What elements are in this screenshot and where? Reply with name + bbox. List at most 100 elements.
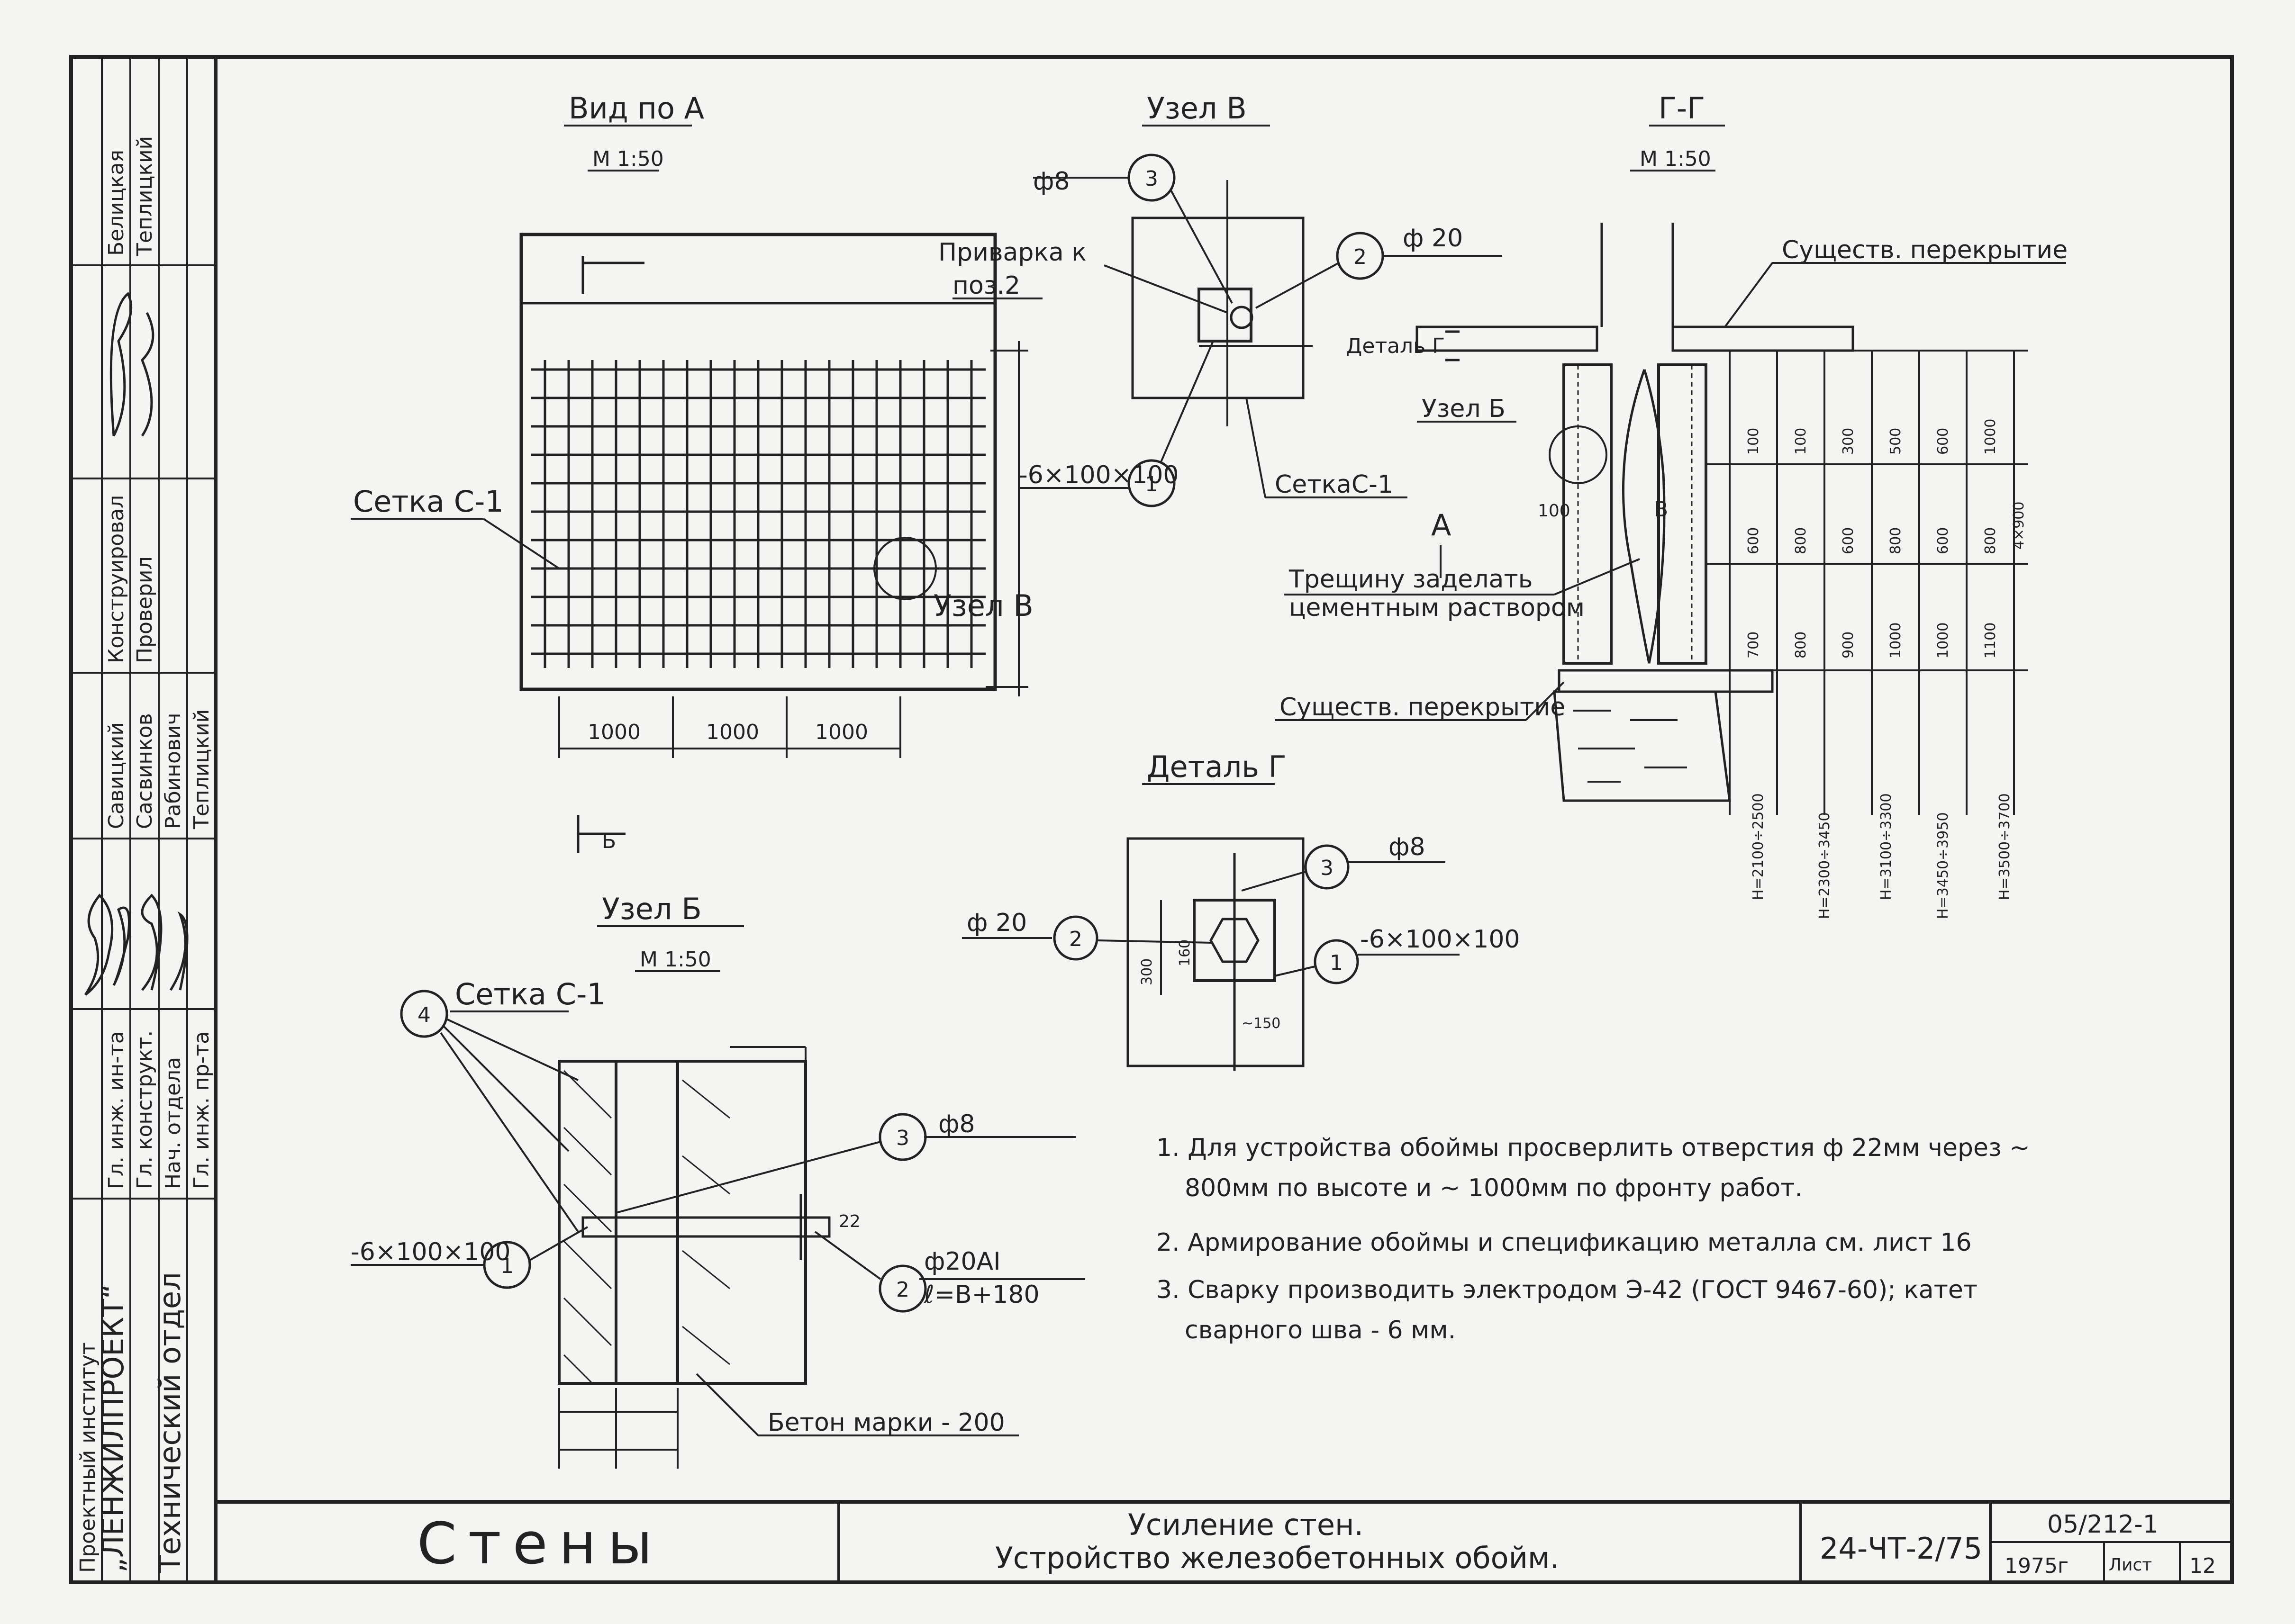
title-sheet-code: 05/212-1: [2047, 1510, 2159, 1539]
label-phi8: ф8: [1033, 167, 1070, 196]
stamp-role-3: Гл. инж. пр-та: [190, 1031, 214, 1189]
stamp-institute-1: Проектный институт: [76, 1343, 100, 1573]
h-value-1: Н=2100÷2500: [1750, 793, 1767, 900]
h-col6-a: 1000: [1982, 419, 1999, 455]
label-uzel-b: Узел Б: [1422, 395, 1506, 423]
label-setka-c1: Сетка С-1: [353, 484, 504, 519]
stamp-name-4: Белицкая: [104, 150, 128, 256]
callout-1-g: [1314, 939, 1359, 984]
stamp-institute-2: „ЛЕНЖИЛПРОЕКТ“: [96, 1284, 130, 1573]
h-col3-b: 600: [1840, 527, 1857, 554]
label-detal-g: Деталь Г: [1346, 334, 1445, 358]
detail-g-title: Деталь Г: [1147, 749, 1286, 784]
label-dim-150: ~150: [1242, 1015, 1280, 1032]
note-1: 1. Для устройства обоймы просверлить отв…: [1156, 1134, 2030, 1202]
callout-1-v-text: 1: [1145, 472, 1158, 496]
h-col3-a: 300: [1840, 428, 1857, 455]
mesh-grid: [531, 360, 986, 668]
label-phi8-b: ф8: [938, 1110, 975, 1138]
title-line-2: Устройство железобетонных обойм.: [995, 1541, 1559, 1575]
callout-2-g: [1053, 915, 1098, 961]
label-plate-v: -6×100×100: [1019, 461, 1179, 489]
node-b-title: Узел Б: [602, 892, 702, 926]
detail-g: Деталь Г 300 160 ~150 3 ф8 ф 20 2 1 -6×1…: [962, 749, 1520, 1071]
label-suschestv-top: Существ. перекрытие: [1782, 236, 2068, 264]
stamp-name-3: Теплицкий: [190, 709, 214, 830]
wall-masonry: [615, 1060, 679, 1385]
label-plate-b: -6×100×100: [351, 1238, 511, 1266]
callout-3-g: [1304, 844, 1350, 890]
h-col3-c: 900: [1840, 632, 1857, 659]
callout-1-b: [483, 1241, 531, 1289]
h-value-4: Н=3450÷3950: [1935, 812, 1951, 919]
h-col4-b: 800: [1887, 527, 1904, 554]
title-sheet-num: 12: [2189, 1554, 2216, 1578]
label-det-phi8: ф8: [1388, 833, 1425, 861]
anchor-bar: [581, 1216, 831, 1238]
label-privarka2: поз.2: [952, 271, 1020, 300]
callout-2-v-text: 2: [1353, 245, 1367, 269]
stamp-name-5: Теплицкий: [133, 136, 157, 256]
uzel-v-marker: [873, 537, 937, 600]
callout-3-v: [1127, 153, 1176, 202]
stamp-name-0: Савицкий: [104, 722, 128, 829]
view-a: Вид по А М 1:50: [351, 91, 1034, 758]
stamp-name-1: Сасвинков: [133, 713, 157, 829]
h-col6-c: 1100: [1982, 623, 1999, 659]
callout-1-b-text: 1: [500, 1254, 514, 1278]
stamp-role-4: Конструировал: [104, 495, 128, 663]
h-col5-b: 600: [1935, 527, 1951, 554]
signature-1: [84, 893, 114, 996]
label-plate-g: -6×100×100: [1360, 925, 1520, 954]
signature-2: [112, 906, 130, 986]
callout-3-v-text: 3: [1145, 167, 1158, 191]
left-stamp: Проектный институт „ЛЕНЖИЛПРОЕКТ“ Технич…: [71, 57, 216, 1582]
stamp-role-0: Гл. инж. ин-та: [104, 1031, 128, 1189]
label-dim-100: 100: [1538, 501, 1570, 521]
label-lb180: ℓ=В+180: [924, 1281, 1040, 1309]
nut-icon: [1209, 918, 1260, 963]
label-det-phi20: ф 20: [967, 909, 1027, 937]
h-col2-b: 800: [1793, 527, 1809, 554]
obojma-right: [676, 1060, 807, 1385]
label-phi20: ф 20: [1403, 224, 1463, 253]
note-2: 2. Армирование обоймы и спецификацию мет…: [1156, 1228, 1972, 1257]
h-col1-b: 600: [1745, 527, 1762, 554]
h-value-2: Н=2300÷3450: [1816, 812, 1833, 919]
callout-3-g-text: 3: [1320, 856, 1333, 880]
stamp-role-2: Нач. отдела: [161, 1057, 185, 1189]
label-dim-22: 22: [839, 1212, 861, 1231]
label-mark-b: В: [1654, 497, 1668, 522]
view-a-scale: М 1:50: [592, 147, 664, 171]
callout-4-text: 4: [417, 1003, 431, 1027]
callout-2-b-text: 2: [896, 1278, 909, 1302]
label-dim-160: 160: [1177, 939, 1193, 966]
title-code: 24-ЧТ-2/75: [1820, 1531, 1982, 1566]
h-col4-c: 1000: [1887, 623, 1904, 659]
label-beton: Бетон марки - 200: [768, 1408, 1005, 1437]
label-mark-a: А: [1431, 508, 1451, 542]
label-suschestv-bot: Существ. перекрытие: [1279, 693, 1565, 722]
label-setka-b: Сетка С-1: [455, 977, 606, 1011]
section-scale: М 1:50: [1640, 147, 1711, 171]
h-col1-a: 100: [1745, 428, 1762, 455]
h-col6-b: 800: [1982, 527, 1999, 554]
section-g-g: Г-Г М 1:50 Существ. перекрытие Узел Б А …: [1275, 91, 2068, 919]
title-year: 1975г: [2005, 1554, 2068, 1578]
label-crack-2: цементным раствором: [1289, 594, 1585, 622]
h-col2-c: 800: [1793, 632, 1809, 659]
notes: 1. Для устройства обоймы просверлить отв…: [1156, 1134, 2030, 1344]
title-line-1: Усиление стен.: [1128, 1507, 1363, 1542]
height-dim-table: [1706, 350, 2028, 815]
h-col1-c: 700: [1745, 632, 1762, 659]
label-setka-v: СеткаС-1: [1275, 470, 1393, 499]
foundation: [1553, 690, 1731, 802]
obojma-left: [558, 1060, 617, 1385]
h-value-3: Н=3100÷3300: [1878, 793, 1895, 900]
node-b-scale: М 1:50: [640, 947, 711, 972]
label-dim-300: 300: [1139, 958, 1155, 985]
h-col5-c: 1000: [1935, 623, 1951, 659]
h-value-5: Н=3500÷3700: [1996, 793, 2013, 900]
